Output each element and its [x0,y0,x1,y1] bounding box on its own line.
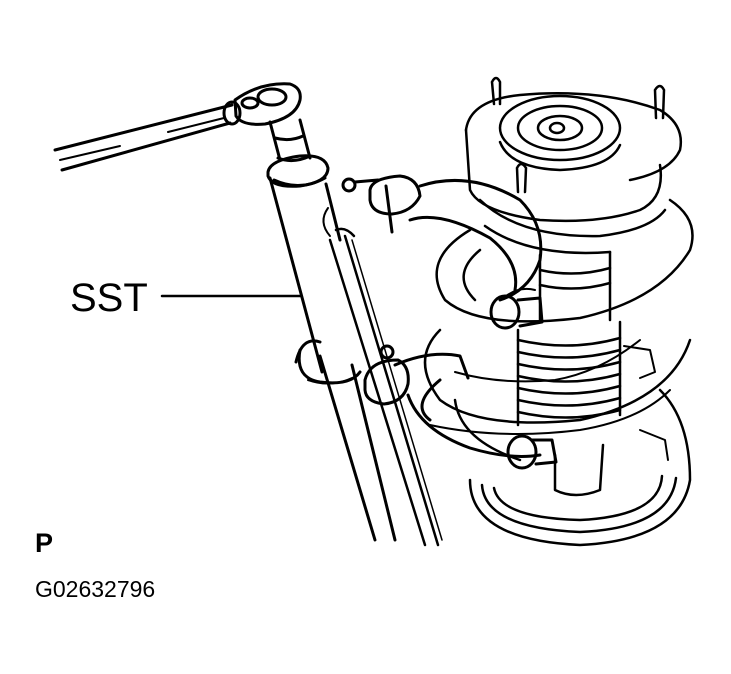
figure-id: G02632796 [35,576,156,602]
shock-absorber [553,345,669,497]
mount-studs [490,76,666,194]
upper-spring-hook [341,174,544,330]
dust-boot [516,250,622,427]
upper-support-mount [464,92,683,255]
sst-callout-label: SST [70,276,148,320]
ratchet-wrench [53,82,302,172]
coil-spring [423,198,694,547]
panel-label: P [35,528,54,558]
compressor-guide-rail [328,227,443,547]
lower-spring-hook [363,339,671,470]
compressor-tool-body [266,118,397,542]
